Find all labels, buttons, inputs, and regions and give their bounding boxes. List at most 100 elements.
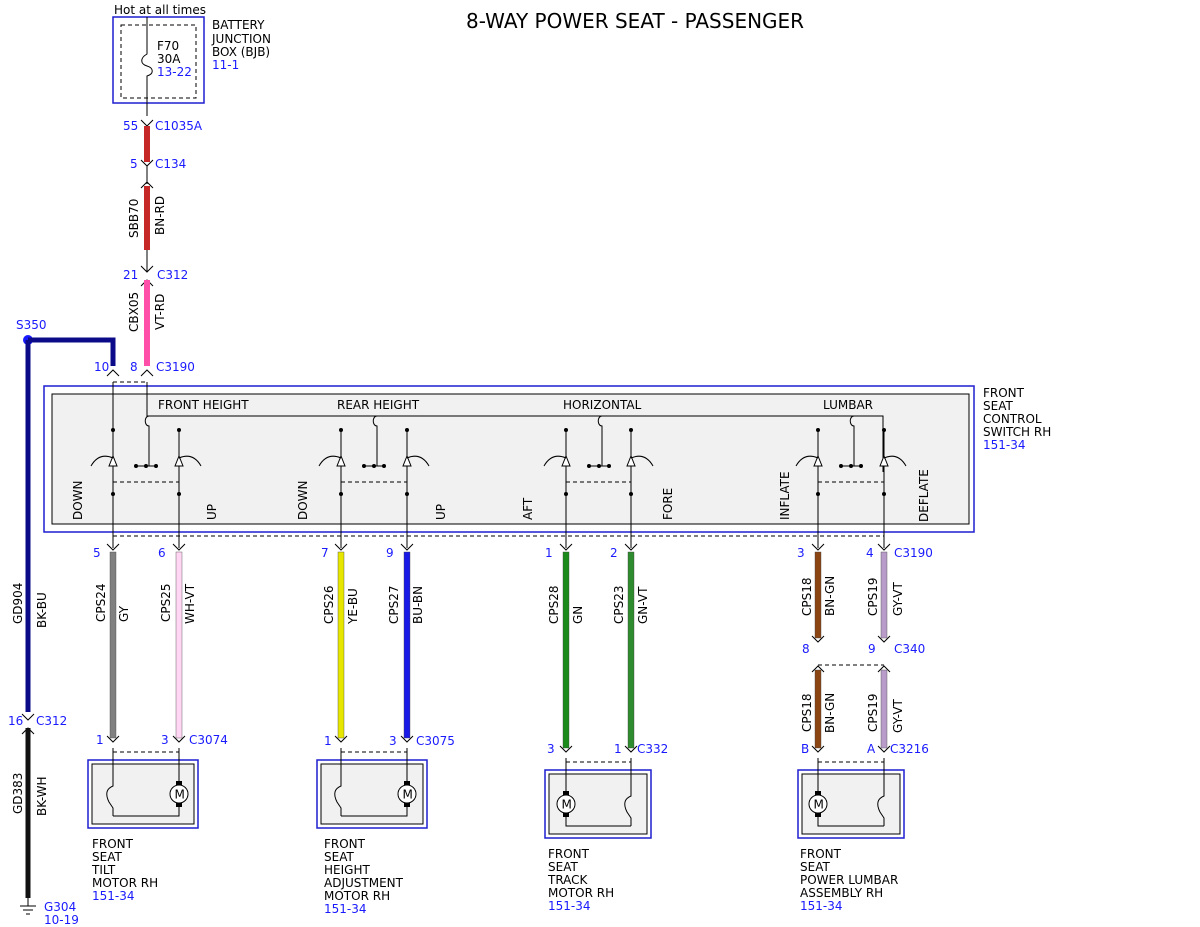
motor-4-name-2: SEAT xyxy=(800,860,830,874)
contact-dot xyxy=(177,492,181,496)
lumbar-lower-2-color: GY-VT xyxy=(891,699,905,733)
motor-3-name-1: FRONT xyxy=(548,847,590,861)
gd383-circuit: GD383 xyxy=(11,773,25,814)
out-pin-7: 7 xyxy=(321,546,329,560)
motor-1-name-2: SEAT xyxy=(92,850,122,864)
gd904-color: BK-BU xyxy=(35,592,49,628)
c134-connector: C134 xyxy=(155,157,186,171)
wire-body xyxy=(814,551,822,639)
wire-cbx05 xyxy=(144,280,150,366)
motor-2-ref: 151-34 xyxy=(324,902,367,916)
motor-1-ref: 151-34 xyxy=(92,889,135,903)
c340-pin-9: 9 xyxy=(868,642,876,656)
contact-dot xyxy=(111,492,115,496)
wire-sbb70-segment-2 xyxy=(144,186,150,250)
connector-arrow-icon xyxy=(877,745,891,753)
switch-blade xyxy=(90,455,114,467)
motor-1-pin-a: 1 xyxy=(96,733,104,747)
motor-3: M xyxy=(544,758,652,839)
out-pin-9: 9 xyxy=(386,546,394,560)
bjb-name-line-2: JUNCTION xyxy=(211,32,271,46)
connector-arrow-icon xyxy=(877,635,891,643)
switch-group-3 xyxy=(543,415,654,548)
motor-2-name-4: ADJUSTMENT xyxy=(324,876,404,890)
motor-2-name-3: HEIGHT xyxy=(324,863,370,877)
output-wire-8 xyxy=(877,543,891,753)
bjb-name-line-1: BATTERY xyxy=(212,18,265,32)
feed-hook xyxy=(849,415,855,466)
switch-blade xyxy=(406,455,430,467)
lumbar-lower-1-circuit: CPS18 xyxy=(800,693,814,732)
contact-arrow-icon xyxy=(402,454,412,467)
c312-feed-pin: 21 xyxy=(123,268,138,282)
section-rear-height: REAR HEIGHT xyxy=(337,398,420,412)
connector-arrow-icon xyxy=(559,543,573,551)
connector-arrow-icon xyxy=(106,735,120,743)
c312-feed-connector: C312 xyxy=(157,268,188,282)
fuse-id: F70 xyxy=(157,39,179,53)
motor-outline xyxy=(87,759,199,829)
lumbar-lower-2-circuit: CPS19 xyxy=(866,693,880,732)
wire-body xyxy=(175,551,183,739)
switch-blade xyxy=(178,455,202,467)
switch-blade xyxy=(630,455,654,467)
motor-4-name-1: FRONT xyxy=(800,847,842,861)
bjb-inner xyxy=(120,24,197,99)
switch-blade xyxy=(795,455,819,467)
cbx05-color: VT-RD xyxy=(153,294,167,330)
limit-switch-icon xyxy=(624,790,632,826)
c1035a-connector: C1035A xyxy=(155,119,203,133)
wire-4-circuit: CPS27 xyxy=(387,585,401,624)
contact-dot xyxy=(339,492,343,496)
connector-arrow-icon xyxy=(624,745,638,753)
wire-7-color: BN-GN xyxy=(823,576,837,616)
wire-8-circuit: CPS19 xyxy=(866,577,880,616)
motor-3-connector: C332 xyxy=(637,742,668,756)
motor-1-pin-b: 3 xyxy=(161,733,169,747)
wire-body xyxy=(880,551,888,639)
c312-gnd-connector: C312 xyxy=(36,714,67,728)
contact-dot xyxy=(607,464,611,468)
output-wire-2 xyxy=(172,543,186,743)
connector-arrow-icon xyxy=(334,543,348,551)
c340-connector: C340 xyxy=(894,642,925,656)
contact-dot xyxy=(154,464,158,468)
out-pin-1: 1 xyxy=(545,546,553,560)
motor-outline xyxy=(797,769,905,839)
contact-dot xyxy=(597,464,601,468)
c134-arrow-2-icon xyxy=(140,181,154,189)
gd904-circuit: GD904 xyxy=(11,583,25,624)
contact-arrow-icon xyxy=(108,454,118,467)
brush-icon xyxy=(176,803,182,807)
limit-switch-icon xyxy=(334,780,342,816)
wire-body xyxy=(627,551,635,749)
contact-dot xyxy=(839,464,843,468)
switch-outline xyxy=(43,385,975,533)
contact-dot xyxy=(382,464,386,468)
brush-icon xyxy=(404,803,410,807)
output-wire-3 xyxy=(334,543,348,743)
motor-3-pin-b: 1 xyxy=(614,742,622,756)
c312-gnd-pin: 16 xyxy=(8,714,23,728)
contact-dot xyxy=(629,492,633,496)
out-pin-4: 4 xyxy=(866,546,874,560)
lumbar-lower-1-color: BN-GN xyxy=(823,693,837,733)
wire-5-circuit: CPS28 xyxy=(547,585,561,624)
c134-pin: 5 xyxy=(130,157,138,171)
brush-icon xyxy=(815,791,821,795)
c3190-gnd-arrow-icon xyxy=(106,369,120,377)
connector-arrow-icon xyxy=(334,735,348,743)
connector-arrow-icon xyxy=(172,543,186,551)
wire-gd904-top xyxy=(28,337,116,366)
switch-name-line-3: CONTROL xyxy=(983,412,1042,426)
connector-arrow-icon xyxy=(811,543,825,551)
wire-body xyxy=(109,551,117,739)
dir-up-2: UP xyxy=(434,504,448,520)
brush-icon xyxy=(815,813,821,817)
connector-arrow-icon xyxy=(106,543,120,551)
wire-body xyxy=(337,551,345,739)
motor-1-connector: C3074 xyxy=(189,733,228,747)
motor-3-ref: 151-34 xyxy=(548,899,591,913)
motor-2-pin-a: 1 xyxy=(324,734,332,748)
